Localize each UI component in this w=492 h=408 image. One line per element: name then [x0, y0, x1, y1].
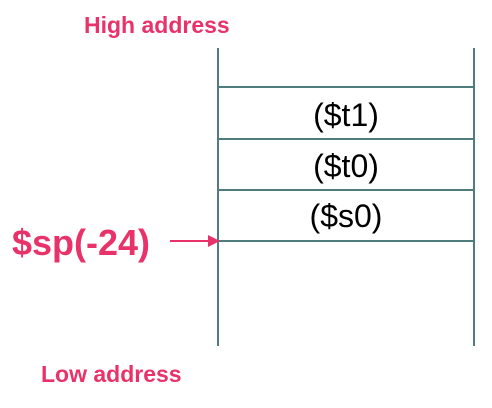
low-address-label: Low address: [41, 361, 182, 387]
stack-slot-s0: ($s0): [309, 198, 383, 234]
arrow-head: [208, 235, 220, 247]
stack-left-wall: [217, 48, 219, 346]
stack-pointer-label: $sp(-24): [12, 222, 151, 263]
stack-slot-t1: ($t1): [313, 97, 379, 133]
stack-divider: [217, 240, 475, 242]
arrow-right-icon: [170, 235, 220, 247]
stack-divider: [217, 189, 475, 191]
stack-diagram: ($t1) ($t0) ($s0): [217, 48, 475, 346]
stack-right-wall: [473, 48, 475, 346]
stack-slot-t0: ($t0): [313, 148, 379, 184]
stack-divider: [217, 138, 475, 140]
stack-divider: [217, 86, 475, 88]
high-address-label: High address: [84, 12, 230, 38]
